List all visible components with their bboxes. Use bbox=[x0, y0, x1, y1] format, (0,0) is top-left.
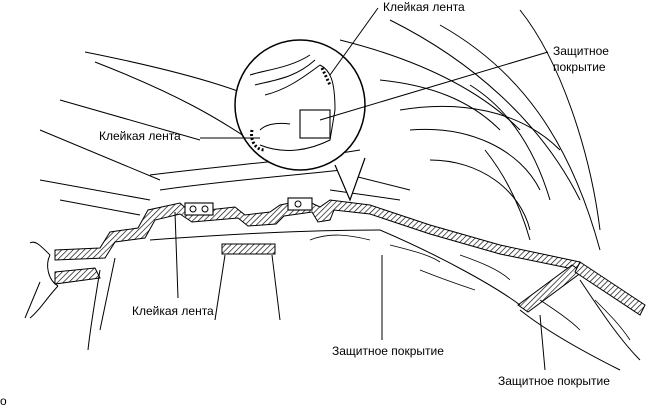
label-tape-bottom: Клейкая лента bbox=[132, 304, 214, 318]
leader-lines bbox=[24, 7, 549, 371]
label-tape-left: Клейкая лента bbox=[99, 129, 181, 143]
label-tape-top: Клейкая лента bbox=[383, 0, 465, 14]
headliner-section bbox=[54, 199, 646, 316]
detail-callout bbox=[234, 39, 366, 202]
roof-lines bbox=[39, 9, 601, 251]
lower-surfaces bbox=[29, 229, 641, 371]
clips bbox=[184, 197, 313, 216]
corner-mark: o bbox=[0, 394, 7, 408]
label-cover-bottom-right: Защитное покрытие bbox=[498, 374, 610, 388]
label-cover-top-line1: Защитное bbox=[553, 44, 609, 58]
label-cover-top-line2: покрытие bbox=[553, 60, 606, 74]
label-cover-bottom-center: Защитное покрытие bbox=[332, 344, 444, 358]
